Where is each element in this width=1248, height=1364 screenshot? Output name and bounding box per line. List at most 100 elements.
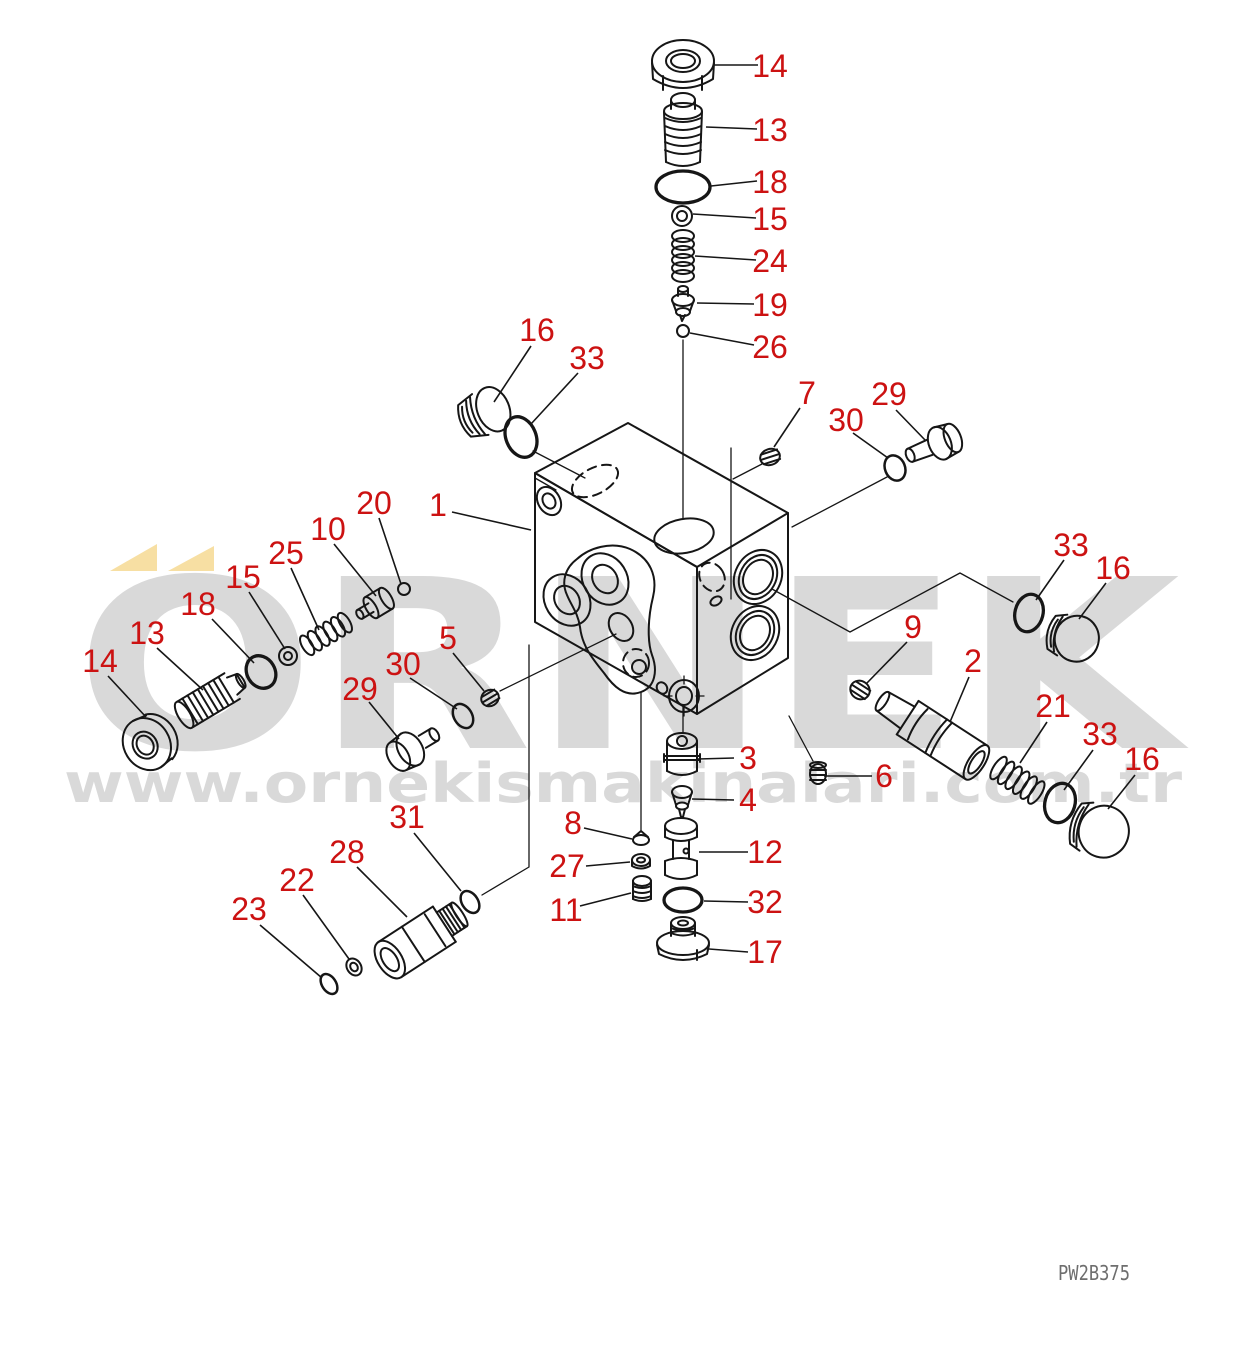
callout-label-13-left: 13 — [129, 615, 165, 651]
callout-leader-13-top — [705, 126, 758, 130]
callout-label-7: 7 — [798, 375, 816, 411]
axis-lines — [481, 339, 1014, 896]
callout-label-16-upper-left: 16 — [519, 312, 555, 348]
callout-leader-29-left — [368, 701, 400, 740]
part-nut-27 — [631, 853, 651, 870]
callout-leader-16-right-lower — [1107, 774, 1136, 810]
callout-leader-18-left — [211, 618, 255, 664]
callout-leader-7 — [773, 407, 801, 448]
callout-leader-15-top — [692, 213, 757, 219]
part-hex-nut-14-left — [121, 713, 179, 772]
part-spring-24 — [671, 229, 695, 283]
callout-leader-11 — [579, 892, 632, 907]
callout-label-20: 20 — [356, 485, 392, 521]
part-plug-bolt-29-left — [385, 727, 441, 772]
callout-leader-15-left — [248, 591, 286, 650]
callout-leader-10 — [333, 543, 377, 597]
drawing-code: PW2B375 — [1058, 1261, 1130, 1285]
part-fitting-28 — [373, 901, 469, 980]
callout-label-14-left: 14 — [82, 643, 118, 679]
callout-leader-16-upper-left — [493, 345, 532, 403]
callout-label-12: 12 — [747, 834, 783, 870]
callout-leader-8 — [583, 827, 633, 840]
callout-label-15-left: 15 — [225, 559, 261, 595]
callout-label-24: 24 — [752, 243, 788, 279]
callout-leader-25 — [290, 567, 320, 631]
callout-label-17: 17 — [747, 934, 783, 970]
valve-block-body — [534, 422, 789, 717]
callout-leader-13-left — [156, 647, 204, 691]
callout-label-25: 25 — [268, 535, 304, 571]
callout-label-6: 6 — [875, 758, 893, 794]
callout-label-13-top: 13 — [752, 112, 788, 148]
callout-leader-29-upper-right — [895, 409, 927, 442]
callout-label-3: 3 — [739, 740, 757, 776]
callout-label-30-upper-right: 30 — [828, 402, 864, 438]
callout-label-8: 8 — [564, 805, 582, 841]
callout-leader-26 — [689, 332, 755, 346]
part-set-screw-9 — [849, 679, 872, 701]
part-sleeve-3 — [663, 732, 701, 776]
callout-label-1: 1 — [429, 487, 447, 523]
callout-leader-21 — [1019, 721, 1048, 764]
part-ring-23 — [319, 972, 339, 996]
callout-label-30-left: 30 — [385, 646, 421, 682]
part-spool-12 — [664, 817, 698, 880]
callout-leader-5 — [452, 652, 485, 692]
part-o-ring-top — [654, 169, 712, 205]
part-o-ring-30-left — [451, 702, 475, 730]
callout-label-27: 27 — [549, 848, 585, 884]
callout-label-14-top: 14 — [752, 48, 788, 84]
part-hex-nut-top — [651, 39, 715, 91]
part-nut-22 — [345, 957, 363, 977]
callout-label-29-left: 29 — [342, 671, 378, 707]
callout-leader-23 — [259, 924, 323, 979]
part-set-screw-7 — [759, 447, 782, 467]
callout-leader-17 — [708, 948, 749, 953]
part-o-ring-31 — [459, 889, 481, 915]
front-port-large — [580, 552, 630, 606]
part-plug-16-right-upper — [1045, 613, 1100, 663]
part-set-screw-6 — [809, 761, 827, 785]
side-port-threaded — [729, 605, 781, 661]
callout-leader-9 — [865, 641, 908, 685]
watermark-accent-triangle — [110, 544, 157, 571]
callout-leader-20 — [378, 517, 402, 585]
callout-leader-16-right-upper — [1078, 582, 1107, 620]
part-poppet-4 — [671, 785, 693, 818]
callout-leader-28 — [356, 866, 408, 918]
part-o-ring-33-upper-left — [503, 415, 539, 459]
callout-label-18-left: 18 — [180, 586, 216, 622]
part-plug-17 — [656, 916, 710, 961]
callout-label-33-right-upper: 33 — [1053, 527, 1089, 563]
part-plug-16-right-lower — [1068, 801, 1130, 859]
callout-label-31: 31 — [389, 799, 425, 835]
callout-label-26: 26 — [752, 329, 788, 365]
part-o-ring-18-left — [244, 654, 278, 690]
callout-leader-22 — [302, 894, 350, 960]
part-o-ring-33-right-lower — [1042, 781, 1078, 825]
callout-label-10: 10 — [310, 511, 346, 547]
part-o-ring-33-right-upper — [1013, 592, 1045, 634]
callout-leader-24 — [694, 255, 757, 261]
callout-leader-2 — [949, 676, 970, 723]
callout-leader-30-left — [409, 677, 458, 710]
part-spring-25 — [299, 611, 353, 657]
callout-label-22: 22 — [279, 862, 315, 898]
front-port-small — [663, 675, 705, 717]
callout-label-9: 9 — [904, 609, 922, 645]
callout-leader-33-upper-left — [530, 372, 579, 425]
callout-leader-4 — [691, 798, 735, 801]
part-ring-15-left — [278, 646, 298, 666]
part-threaded-plug-top — [663, 92, 703, 167]
callout-leader-14-left — [107, 675, 147, 718]
callout-leader-33-right-lower — [1063, 749, 1094, 791]
callout-label-4: 4 — [739, 782, 757, 818]
callout-label-33-upper-left: 33 — [569, 340, 605, 376]
callout-label-28: 28 — [329, 834, 365, 870]
callout-label-16-right-upper: 16 — [1095, 550, 1131, 586]
callout-label-18-top: 18 — [752, 164, 788, 200]
callout-label-11: 11 — [549, 892, 582, 928]
